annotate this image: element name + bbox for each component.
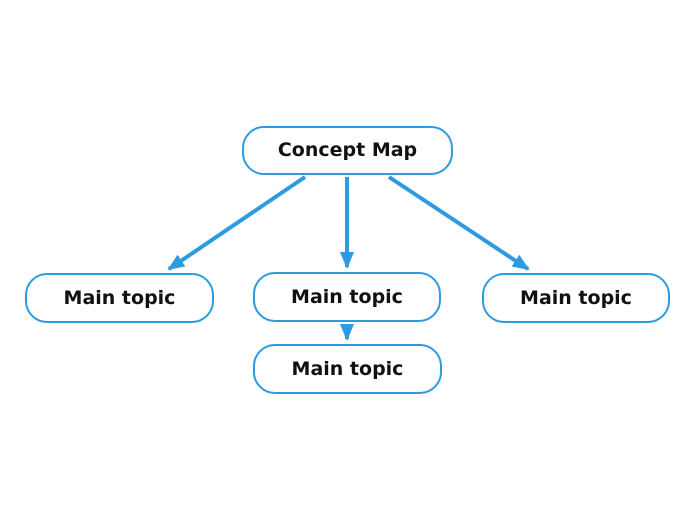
node-bottom-label: Main topic [291,357,404,380]
node-main-topic-right[interactable]: Main topic [482,273,670,323]
node-left-label: Main topic [63,286,176,309]
node-center-label: Main topic [291,285,403,308]
node-main-topic-bottom[interactable]: Main topic [253,344,442,394]
connector-root-to-right[interactable] [387,175,530,271]
node-right-label: Main topic [520,286,632,309]
node-main-topic-left[interactable]: Main topic [25,273,214,323]
node-main-topic-center[interactable]: Main topic [253,272,441,322]
node-root[interactable]: Concept Map [242,126,453,175]
node-root-label: Concept Map [277,139,418,161]
connector-root-to-left[interactable] [167,175,307,271]
